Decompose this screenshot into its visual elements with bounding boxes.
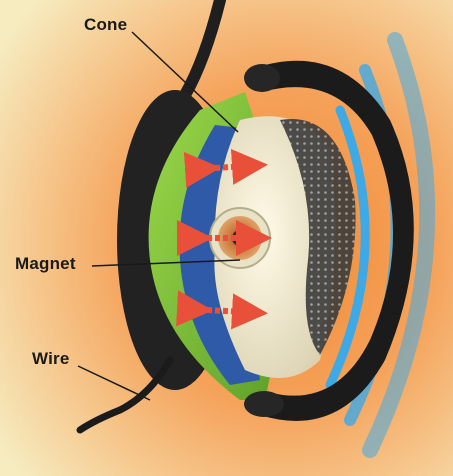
vibration-arrows	[176, 148, 272, 330]
wire-leader-line	[77, 365, 151, 401]
cone-leader-line	[131, 31, 239, 133]
magnet-label: Magnet	[15, 254, 76, 273]
foam-bottom	[244, 391, 284, 417]
foam-cushion	[255, 60, 414, 421]
cone-label: Cone	[84, 15, 128, 34]
wire-label: Wire	[32, 349, 70, 368]
headband	[179, 0, 226, 101]
foam-top	[244, 64, 280, 92]
leader-lines	[77, 31, 241, 401]
vibration-arrow-bottom	[176, 290, 268, 330]
magnet-leader-line	[91, 259, 241, 267]
mesh-grille	[280, 119, 356, 355]
wire	[76, 356, 174, 434]
